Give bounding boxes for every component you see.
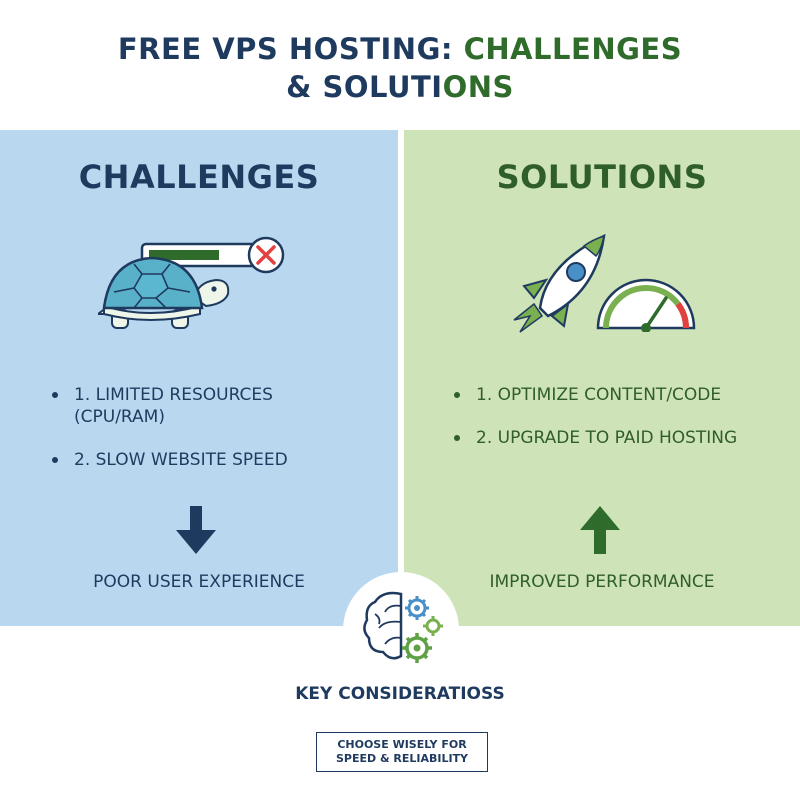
speedometer-icon xyxy=(596,278,696,332)
error-x-icon xyxy=(247,236,285,274)
challenges-list: 1. LIMITED RESOURCES (CPU/RAM) 2. SLOW W… xyxy=(52,384,352,492)
solutions-outcome: IMPROVED PERFORMANCE xyxy=(489,572,715,592)
bullet-dot xyxy=(454,392,460,398)
list-item: 2. UPGRADE TO PAID HOSTING xyxy=(454,427,774,449)
cta-line-2: SPEED & RELIABILITY xyxy=(335,752,469,765)
brain-gears-icon xyxy=(363,591,443,663)
rocket-icon xyxy=(513,233,606,333)
turtle-icon xyxy=(98,236,285,329)
solutions-panel: SOLUTIONS 1. OPTIMIZE CONTENT/CODE 2. UP… xyxy=(404,130,800,626)
solution-item-2: 2. UPGRADE TO PAID HOSTING xyxy=(476,428,738,448)
solution-item-1: 1. OPTIMIZE CONTENT/CODE xyxy=(476,385,722,405)
gear-icon xyxy=(423,616,443,636)
list-item: 2. SLOW WEBSITE SPEED xyxy=(52,449,352,471)
challenges-panel: CHALLENGES 1. LIMITED RESOURCES (CPU/RAM… xyxy=(0,130,398,626)
key-considerations-badge xyxy=(343,572,459,688)
solutions-list: 1. OPTIMIZE CONTENT/CODE 2. UPGRADE TO P… xyxy=(454,384,774,470)
page-title: FREE VPS HOSTING: CHALLENGES & SOLUTIONS xyxy=(0,30,800,106)
list-item: 1. OPTIMIZE CONTENT/CODE xyxy=(454,384,774,406)
panel-divider xyxy=(398,130,404,626)
gear-icon xyxy=(402,633,432,663)
challenge-item-1: 1. LIMITED RESOURCES (CPU/RAM) xyxy=(74,385,273,427)
key-considerations-title: KEY CONSIDERATIOSS xyxy=(295,684,505,704)
cta-line-1: CHOOSE WISELY FOR xyxy=(337,738,467,751)
title-part-3: & SOLUTI xyxy=(286,70,443,104)
bullet-dot xyxy=(454,435,460,441)
title-part-2: CHALLENGES xyxy=(463,32,683,66)
list-item: 1. LIMITED RESOURCES (CPU/RAM) xyxy=(52,384,352,428)
title-part-4: ONS xyxy=(442,70,514,104)
arrow-up-icon xyxy=(580,506,620,554)
challenges-heading: CHALLENGES xyxy=(78,158,320,196)
cta-box: CHOOSE WISELY FOR SPEED & RELIABILITY xyxy=(316,732,488,772)
title-part-1: FREE VPS HOSTING: xyxy=(117,32,464,66)
challenges-outcome: POOR USER EXPERIENCE xyxy=(93,572,305,592)
solutions-heading: SOLUTIONS xyxy=(496,158,708,196)
bullet-dot xyxy=(52,392,58,398)
gear-icon xyxy=(405,596,429,620)
bullet-dot xyxy=(52,457,58,463)
arrow-down-icon xyxy=(176,506,216,554)
challenge-item-2: 2. SLOW WEBSITE SPEED xyxy=(74,450,288,470)
